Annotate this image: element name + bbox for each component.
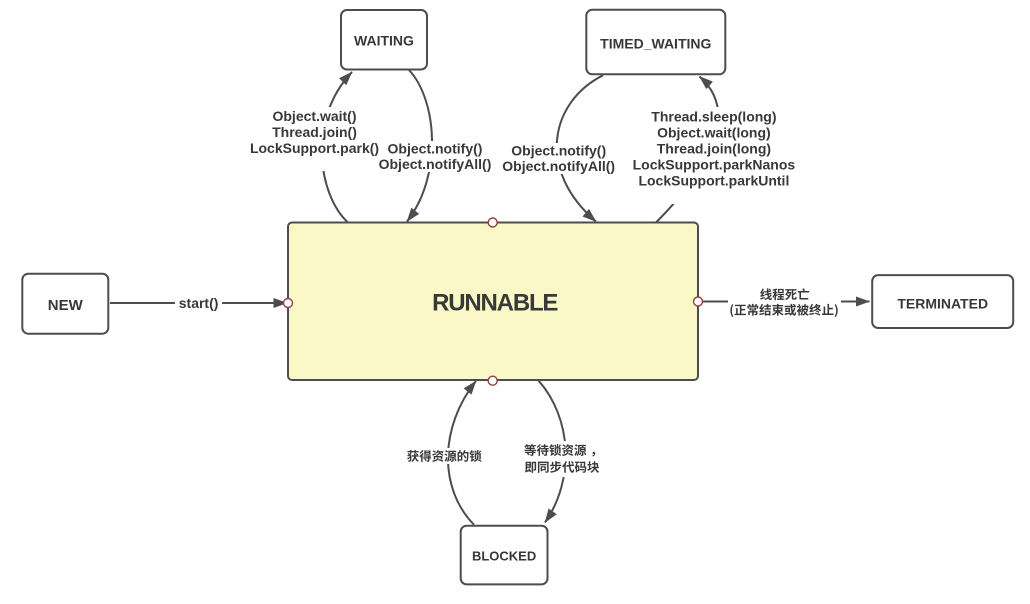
svg-text:RUNNABLE: RUNNABLE [432, 290, 558, 317]
svg-text:Object.wait(): Object.wait() [272, 108, 356, 124]
svg-text:Object.notify(): Object.notify() [388, 141, 483, 157]
svg-text:Thread.join(long): Thread.join(long) [657, 141, 771, 157]
svg-text:Thread.join(): Thread.join() [272, 124, 357, 140]
svg-text:Object.wait(long): Object.wait(long) [657, 125, 771, 141]
svg-text:TIMED_WAITING: TIMED_WAITING [600, 35, 711, 51]
svg-text:Object.notifyAll(): Object.notifyAll() [502, 158, 615, 174]
svg-text:NEW: NEW [48, 297, 84, 314]
svg-text:Object.notifyAll(): Object.notifyAll() [379, 156, 492, 172]
svg-text:BLOCKED: BLOCKED [472, 549, 536, 564]
svg-text:start(): start() [179, 295, 219, 311]
svg-text:WAITING: WAITING [354, 33, 414, 49]
svg-text:Object.notify(): Object.notify() [511, 143, 606, 159]
svg-text:LockSupport.parkNanos: LockSupport.parkNanos [633, 157, 796, 173]
svg-text:LockSupport.park(): LockSupport.park() [250, 140, 379, 156]
svg-text:Thread.sleep(long): Thread.sleep(long) [651, 109, 776, 125]
svg-text:LockSupport.parkUntil: LockSupport.parkUntil [638, 173, 789, 189]
svg-text:TERMINATED: TERMINATED [897, 296, 988, 312]
